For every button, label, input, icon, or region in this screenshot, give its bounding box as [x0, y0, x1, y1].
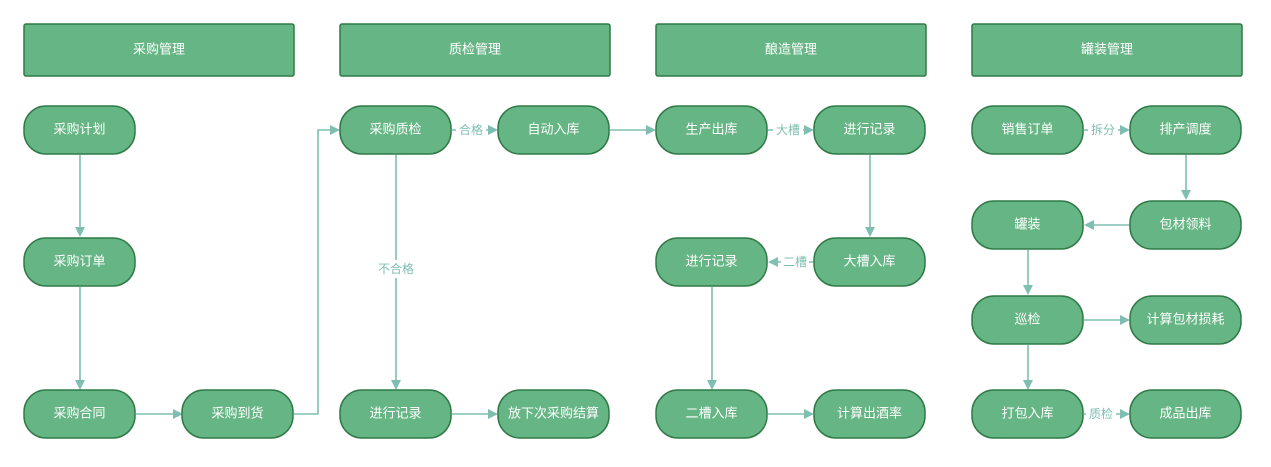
- node-second-tank-in-label: 二槽入库: [685, 406, 737, 422]
- node-second-tank-in: 二槽入库: [655, 389, 768, 439]
- section-header-quality: 质检管理: [339, 23, 611, 77]
- arrowhead: [75, 227, 85, 237]
- node-big-tank-in: 大槽入库: [813, 237, 926, 287]
- node-calc-yield: 计算出酒率: [813, 389, 926, 439]
- edge-labels: 合格 不合格 大槽 二槽 拆分 质检: [375, 121, 1118, 423]
- node-product-out: 成品出库: [1129, 389, 1242, 439]
- node-packaging-material: 包材领料: [1129, 200, 1242, 250]
- arrowhead: [1120, 125, 1130, 135]
- node-qc-record-label: 进行记录: [369, 407, 421, 422]
- arrowhead: [646, 125, 656, 135]
- node-calc-yield-label: 计算出酒率: [837, 406, 902, 422]
- node-brew-record-1-label: 进行记录: [843, 123, 895, 138]
- node-calc-packaging-loss-label: 计算包材损耗: [1146, 313, 1224, 328]
- arrowhead: [488, 125, 498, 135]
- section-header-procurement-label: 采购管理: [133, 42, 185, 58]
- node-inspection: 巡检: [971, 295, 1084, 345]
- arrowhead: [1084, 220, 1094, 230]
- section-header-canning-label: 罐装管理: [1081, 43, 1133, 58]
- node-calc-packaging-loss: 计算包材损耗: [1129, 295, 1242, 345]
- arrowhead: [768, 257, 778, 267]
- node-auto-warehouse-label: 自动入库: [527, 122, 579, 138]
- edge-label-split: 拆分: [1091, 122, 1115, 137]
- node-packaging-material-label: 包材领料: [1159, 218, 1211, 233]
- node-scheduling: 排产调度: [1129, 105, 1242, 155]
- node-brew-record-2: 进行记录: [655, 237, 768, 287]
- node-purchase-arrival-label: 采购到货: [211, 406, 263, 422]
- arrowhead: [804, 409, 814, 419]
- node-next-settlement-label: 放下次采购结算: [508, 406, 599, 422]
- node-scheduling-label: 排产调度: [1159, 122, 1211, 138]
- arrowhead: [173, 409, 183, 419]
- node-brew-record-2-label: 进行记录: [685, 255, 737, 270]
- arrowhead: [1023, 380, 1033, 390]
- section-header-canning: 罐装管理: [971, 23, 1243, 77]
- node-pack-warehouse: 打包入库: [971, 389, 1084, 439]
- arrowhead: [391, 380, 401, 390]
- node-auto-warehouse: 自动入库: [497, 105, 610, 155]
- node-next-settlement: 放下次采购结算: [497, 389, 610, 439]
- arrowhead: [1023, 285, 1033, 295]
- arrowhead: [1120, 409, 1130, 419]
- arrowhead: [1120, 315, 1130, 325]
- arrowhead: [75, 380, 85, 390]
- node-purchase-plan: 采购计划: [23, 105, 136, 155]
- node-qc-record: 进行记录: [339, 389, 452, 439]
- arrowhead: [1181, 190, 1191, 200]
- edge-label-big-tank: 大槽: [776, 123, 800, 137]
- node-product-out-label: 成品出库: [1159, 406, 1211, 422]
- arrowhead: [804, 125, 814, 135]
- node-inspection-label: 巡检: [1014, 313, 1040, 328]
- node-purchase-contract: 采购合同: [23, 389, 136, 439]
- node-purchase-plan-label: 采购计划: [53, 122, 105, 138]
- connectors: [75, 125, 1191, 419]
- node-canning: 罐装: [971, 200, 1084, 250]
- section-header-brewing: 酿造管理: [655, 23, 927, 77]
- edge-label-second-tank: 二槽: [783, 255, 807, 269]
- node-big-tank-in-label: 大槽入库: [843, 254, 895, 270]
- edge-arrival-to-qc: [294, 129, 331, 415]
- node-production-out-label: 生产出库: [685, 122, 737, 138]
- arrowhead: [707, 380, 717, 390]
- section-header-brewing-label: 酿造管理: [765, 42, 817, 58]
- section-header-procurement: 采购管理: [23, 23, 295, 77]
- edge-label-qualified: 合格: [459, 122, 483, 137]
- node-sales-order: 销售订单: [971, 105, 1084, 155]
- node-canning-label: 罐装: [1014, 218, 1040, 233]
- node-brew-record-1: 进行记录: [813, 105, 926, 155]
- node-production-out: 生产出库: [655, 105, 768, 155]
- node-purchase-qc-label: 采购质检: [369, 122, 421, 138]
- edge-label-unqualified: 不合格: [378, 261, 414, 276]
- arrowhead: [488, 409, 498, 419]
- node-pack-warehouse-label: 打包入库: [1001, 406, 1053, 422]
- edge-label-quality-check: 质检: [1089, 406, 1113, 421]
- node-purchase-qc: 采购质检: [339, 105, 452, 155]
- arrowhead: [330, 125, 340, 135]
- node-sales-order-label: 销售订单: [1001, 122, 1053, 138]
- node-purchase-contract-label: 采购合同: [53, 406, 105, 422]
- section-header-quality-label: 质检管理: [449, 43, 501, 58]
- node-purchase-arrival: 采购到货: [181, 389, 294, 439]
- arrowhead: [865, 227, 875, 237]
- node-purchase-order: 采购订单: [23, 237, 136, 287]
- node-purchase-order-label: 采购订单: [53, 254, 105, 270]
